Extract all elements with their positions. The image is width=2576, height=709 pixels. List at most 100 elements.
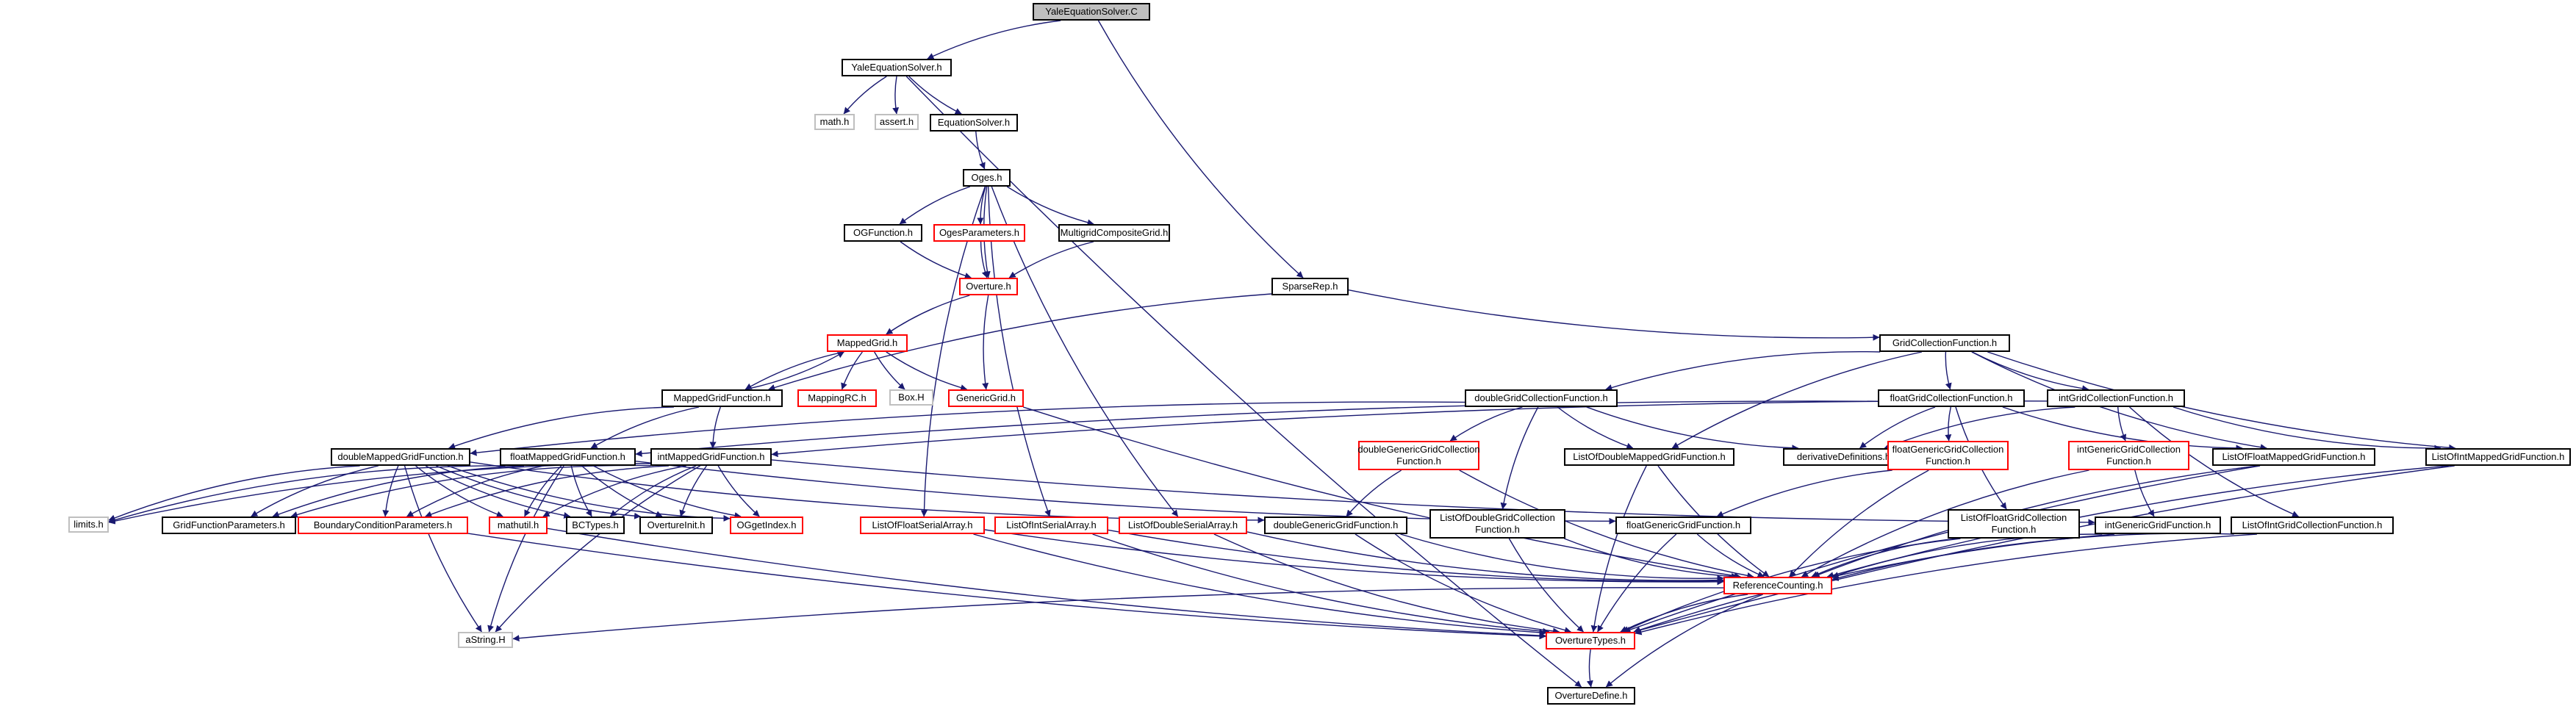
node-label: floatGenericGridCollection Function.h [1892,444,2004,467]
edge-dmgf-to-bctypes [425,465,571,519]
node-dmgf[interactable]: doubleMappedGridFunction.h [331,448,470,466]
edge-dmgf-to-limits [108,465,360,522]
node-label: doubleGenericGridCollection Function.h [1357,444,1480,467]
node-astring: aString.H [458,632,513,648]
node-iggf[interactable]: intGenericGridFunction.h [2095,517,2221,534]
node-label: assert.h [879,116,914,127]
node-label: doubleMappedGridFunction.h [337,451,464,462]
edge-oges-to-multigrid [1006,186,1094,226]
node-yale-h[interactable]: YaleEquationSolver.h [842,59,952,76]
node-label: GridCollectionFunction.h [1892,337,1998,348]
node-label: ListOfFloatGridCollection Function.h [1960,512,2067,535]
node-oges[interactable]: Oges.h [963,169,1011,187]
node-label: mathutil.h [497,519,539,530]
edge-refcount-to-astring [512,587,1724,642]
edge-igcf-to-imgf [771,400,2048,458]
node-label: EquationSolver.h [937,117,1011,128]
edge-fgcf-to-derivdefs [1859,406,1936,449]
edge-yale-h-to-assert [892,76,900,115]
node-dggf[interactable]: doubleGenericGridFunction.h [1264,517,1407,534]
edge-imgf-to-mathutil [542,465,686,517]
node-lodmgf[interactable]: ListOfDoubleMappedGridFunction.h [1564,448,1734,466]
edge-ogesparams-to-overture [980,241,989,278]
node-genericgrid[interactable]: GenericGrid.h [948,389,1024,407]
edge-fmgf-to-bctypes [570,465,592,517]
edge-bcparams-to-ovtypes [467,533,1546,640]
edge-igcf-to-loigcf [2129,406,2299,517]
node-boxh: Box.H [889,389,933,406]
node-bctypes[interactable]: BCTypes.h [566,517,625,534]
edge-fmgf-to-astring [487,465,564,633]
node-ovtypes[interactable]: OvertureTypes.h [1546,632,1635,649]
node-lofsa[interactable]: ListOfFloatSerialArray.h [860,517,985,534]
edge-loigcf-to-ovtypes [1635,533,2257,636]
edge-lodsa-to-ovtypes [1213,533,1560,635]
edge-gcf-to-lofmgf [1971,351,2267,451]
node-label: derivativeDefinitions.h [1796,451,1891,462]
node-imgf[interactable]: intMappedGridFunction.h [650,448,772,466]
node-lodgcf[interactable]: ListOfDoubleGridCollection Function.h [1429,509,1565,539]
node-gfparams[interactable]: GridFunctionParameters.h [162,517,296,534]
node-lodsa[interactable]: ListOfDoubleSerialArray.h [1119,517,1247,534]
node-mappedgrid[interactable]: MappedGrid.h [827,334,908,352]
node-fmgf[interactable]: floatMappedGridFunction.h [500,448,636,466]
node-lofgcf[interactable]: ListOfFloatGridCollection Function.h [1948,509,2080,539]
edge-refcount-to-ovtypes [1620,594,1748,633]
node-eqsolver[interactable]: EquationSolver.h [930,114,1018,132]
node-loisa[interactable]: ListOfIntSerialArray.h [994,517,1108,534]
node-dgcf[interactable]: doubleGridCollectionFunction.h [1465,389,1618,407]
node-label: ListOfFloatMappedGridFunction.h [2222,451,2366,462]
node-multigrid[interactable]: MultigridCompositeGrid.h [1058,224,1170,242]
node-label: YaleEquationSolver.C [1045,6,1138,17]
node-fggf[interactable]: floatGenericGridFunction.h [1615,517,1751,534]
node-label: ListOfDoubleSerialArray.h [1127,519,1238,530]
edge-mappedgrid-to-genericgrid [886,351,968,391]
edge-loimgf-to-refcount [1826,465,2449,579]
node-label: aString.H [465,634,506,645]
node-fgcf[interactable]: floatGridCollectionFunction.h [1878,389,2025,407]
node-label: MappingRC.h [808,392,867,403]
node-derivdefs[interactable]: derivativeDefinitions.h [1783,448,1904,466]
node-mgf[interactable]: MappedGridFunction.h [661,389,783,407]
node-ogfunc[interactable]: OGFunction.h [844,224,922,242]
node-loimgf[interactable]: ListOfIntMappedGridFunction.h [2425,448,2571,466]
node-iggcf[interactable]: intGenericGridCollection Function.h [2068,441,2189,470]
node-fggcf[interactable]: floatGenericGridCollection Function.h [1887,441,2009,470]
edge-mgf-to-dmgf [448,406,674,450]
node-mappingrc[interactable]: MappingRC.h [797,389,877,407]
node-label: BCTypes.h [572,519,619,530]
edge-fgcf-to-fggcf [1945,406,1952,442]
node-igcf[interactable]: intGridCollectionFunction.h [2047,389,2185,407]
edge-imgf-to-ovinit [679,465,707,517]
node-overture[interactable]: Overture.h [959,278,1018,295]
edge-mgf-to-imgf [709,406,721,449]
node-loigcf[interactable]: ListOfIntGridCollectionFunction.h [2231,517,2394,534]
node-label: ListOfIntSerialArray.h [1006,519,1097,530]
node-ogetindex[interactable]: OGgetIndex.h [730,517,803,534]
node-dggcf[interactable]: doubleGenericGridCollection Function.h [1357,441,1480,470]
node-ovinit[interactable]: OvertureInit.h [639,517,713,534]
node-label: floatGenericGridFunction.h [1626,519,1741,530]
edge-igcf-to-loimgf [2173,406,2442,452]
node-mathutil[interactable]: mathutil.h [489,517,548,534]
edge-dgcf-to-lodgcf [1500,406,1539,510]
edge-imgf-to-astring [495,465,701,633]
node-yale-c[interactable]: YaleEquationSolver.C [1033,3,1150,21]
edge-dgcf-to-lodmgf [1557,406,1634,450]
node-label: OgesParameters.h [939,227,1020,238]
node-ogesparams[interactable]: OgesParameters.h [933,224,1025,242]
node-ovdefine[interactable]: OvertureDefine.h [1547,687,1635,705]
node-label: OvertureTypes.h [1554,635,1626,646]
node-lofmgf[interactable]: ListOfFloatMappedGridFunction.h [2212,448,2375,466]
edge-gcf-to-lodmgf [1671,351,1923,449]
node-refcount[interactable]: ReferenceCounting.h [1723,577,1832,594]
node-bcparams[interactable]: BoundaryConditionParameters.h [298,517,468,534]
node-label: ReferenceCounting.h [1732,580,1823,591]
node-sparserep[interactable]: SparseRep.h [1271,278,1349,295]
node-math: math.h [814,114,855,130]
edge-iggcf-to-iggf [2134,469,2155,517]
node-label: Overture.h [966,281,1011,292]
node-gcf[interactable]: GridCollectionFunction.h [1879,334,2010,352]
edge-lofsa-to-ovtypes [973,533,1546,636]
node-label: OvertureInit.h [647,519,706,530]
